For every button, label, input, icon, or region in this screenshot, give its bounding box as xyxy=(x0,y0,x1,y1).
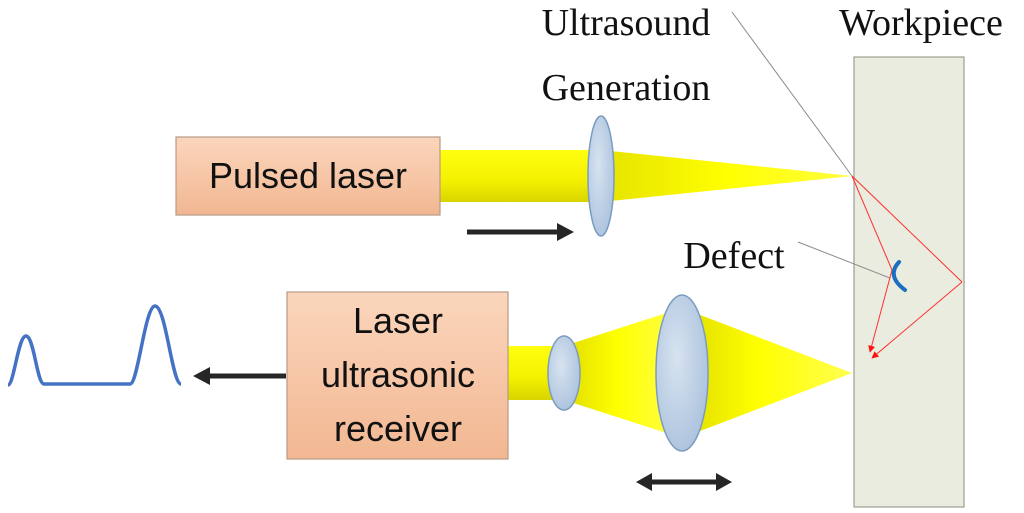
ultrasound-ray-scattered xyxy=(868,269,893,353)
signal-arrow-head xyxy=(193,367,210,385)
receiver-box xyxy=(286,291,509,460)
collection-cone-focusing xyxy=(682,308,852,438)
ultrasound-label-line2: Generation xyxy=(542,67,711,109)
pulsed-laser-box xyxy=(175,136,441,216)
scan-arrow-right-head xyxy=(557,223,574,241)
small-lens-lower xyxy=(547,335,581,411)
defect-label: Defect xyxy=(683,235,785,277)
receiver-label-line2: ultrasonic xyxy=(321,354,475,395)
defect-mark xyxy=(891,260,907,292)
workpiece-block xyxy=(853,56,965,508)
ultrasound-leader-line xyxy=(731,11,853,177)
pulsed-laser-beam xyxy=(440,150,600,202)
defect-leader-line xyxy=(797,241,891,279)
ultrasonic-signal-waveform xyxy=(6,304,183,387)
receiver-label-line3: receiver xyxy=(334,408,462,449)
ultrasound-ray-down xyxy=(851,175,963,283)
ultrasound-label-line1: Ultrasound xyxy=(542,2,711,44)
large-lens-lower xyxy=(655,294,709,452)
workpiece-label: Workpiece xyxy=(839,2,1003,44)
double-arrow-left-head xyxy=(636,473,652,491)
focusing-lens-upper xyxy=(587,115,615,237)
pulsed-laser-label: Pulsed laser xyxy=(209,155,407,196)
ultrasound-ray-to-defect xyxy=(851,175,893,271)
double-arrow-right-head xyxy=(716,473,732,491)
collection-cone-expanding xyxy=(564,308,682,438)
receiver-label-line1: Laser xyxy=(353,300,443,341)
focused-beam-upper xyxy=(601,150,852,202)
ultrasound-ray-reflect xyxy=(871,281,963,359)
